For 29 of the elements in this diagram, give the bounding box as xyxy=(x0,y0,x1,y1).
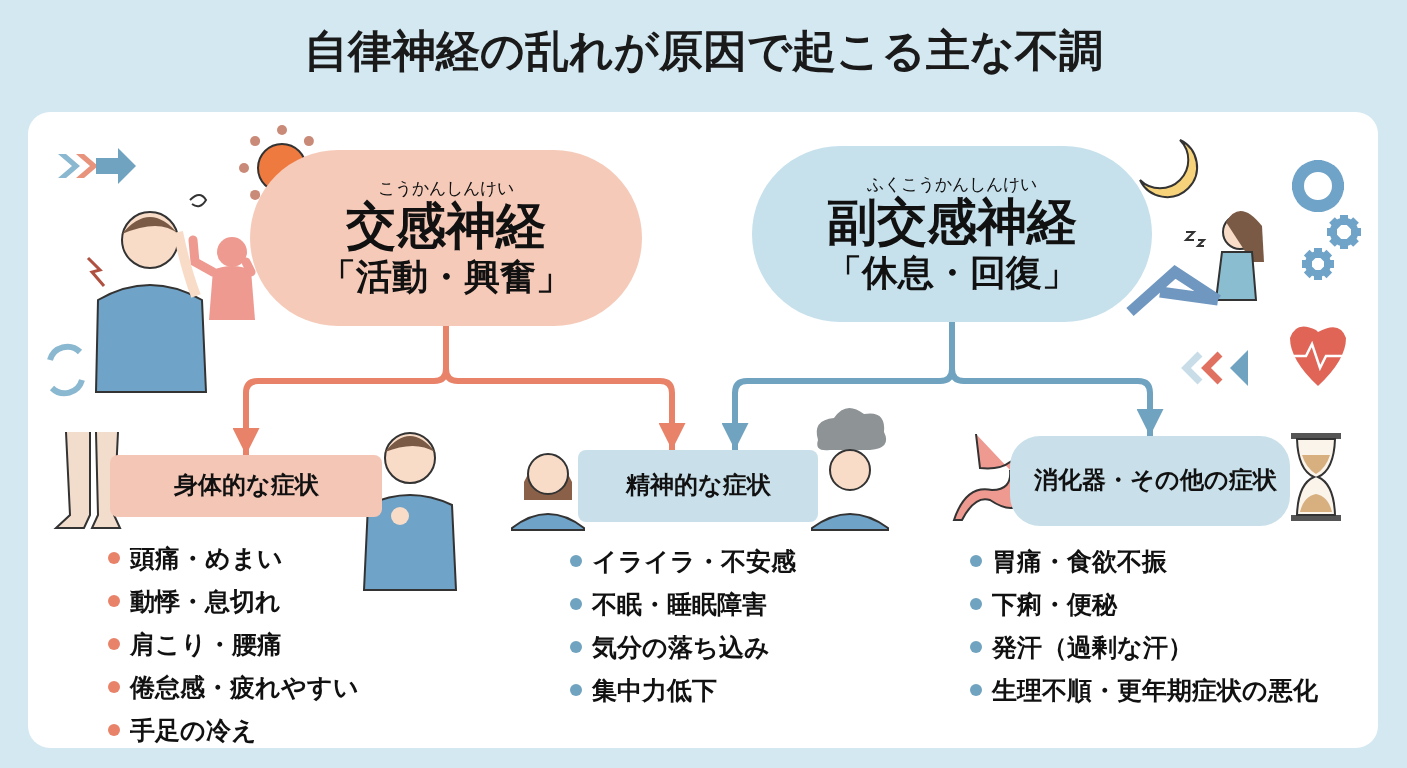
subheading-text: 「休息・回復」 xyxy=(826,251,1078,294)
list-item: 動悸・息切れ xyxy=(108,580,281,623)
list-item: 倦怠感・疲れやすい xyxy=(108,666,359,709)
list-item: 生理不順・更年期症状の悪化 xyxy=(970,669,1318,712)
arrow xyxy=(949,322,1164,436)
heading-text: 精神的な症状 xyxy=(625,472,771,500)
list-item: 肩こり・腰痛 xyxy=(108,623,282,666)
list-item: 気分の落ち込み xyxy=(570,626,770,669)
heading-text: 交感神経 xyxy=(346,198,546,256)
category-band xyxy=(578,450,818,522)
title: 自律神経の乱れが原因で起こる主な不調 xyxy=(303,24,1104,78)
heading-text: 消化器・その他の症状 xyxy=(1033,467,1277,495)
heading-text: 副交感神経 xyxy=(827,194,1077,252)
list-item: 下痢・便秘 xyxy=(970,583,1117,626)
list-item: 発汗（過剰な汗） xyxy=(970,626,1193,669)
reading-text: ふくこうかんしんけい xyxy=(867,174,1037,194)
heading-text: 身体的な症状 xyxy=(173,472,319,500)
list-item: 胃痛・食欲不振 xyxy=(970,540,1167,583)
list-item: イライラ・不安感 xyxy=(570,540,796,583)
list-item: 頭痛・めまい xyxy=(108,537,283,580)
list-item: 不眠・睡眠障害 xyxy=(570,583,767,626)
list-item: 手足の冷え xyxy=(108,709,257,752)
category-band xyxy=(1010,436,1290,526)
reading-text: こうかんしんけい xyxy=(378,178,514,199)
category-band xyxy=(110,455,382,517)
list-item: 集中力低下 xyxy=(570,669,717,712)
subheading-text: 「活動・興奮」 xyxy=(320,255,572,298)
arrow xyxy=(443,326,686,450)
pill-box xyxy=(250,150,642,326)
